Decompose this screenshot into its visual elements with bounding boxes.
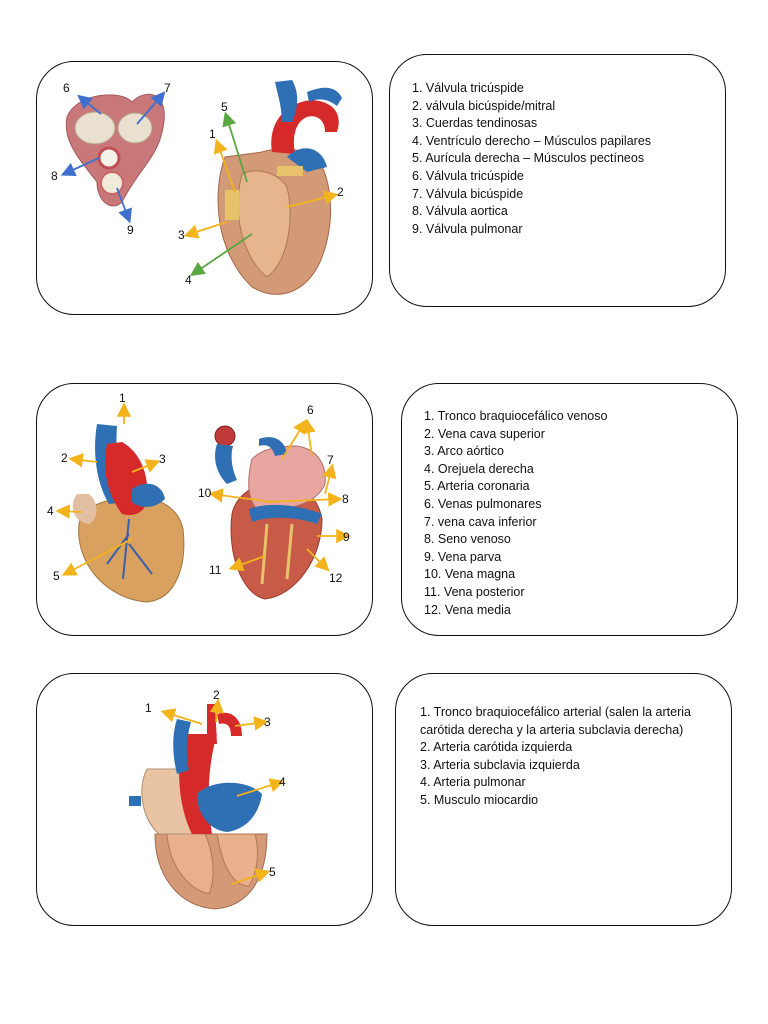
figure-label: 4 — [47, 504, 54, 518]
legend-list: 1. Válvula tricúspide 2. válvula bicúspi… — [412, 80, 712, 238]
figure-card-arteries: 1 2 3 4 5 — [36, 673, 373, 926]
legend-card-arteries: 1. Tronco braquiocefálico arterial (sale… — [395, 673, 732, 926]
legend-card-valves: 1. Válvula tricúspide 2. válvula bicúspi… — [389, 54, 726, 307]
heart-valves-illustration: 6 7 8 9 5 1 2 3 4 — [37, 62, 373, 315]
heart-cut-model — [218, 80, 342, 294]
figure-label: 4 — [279, 775, 286, 789]
valve-plane-model — [66, 94, 164, 206]
legend-item: 7. Válvula bicúspide — [412, 186, 712, 204]
legend-item: 3. Arco aórtico — [424, 443, 724, 461]
legend-item: 1. Tronco braquiocefálico venoso — [424, 408, 724, 426]
legend-item: 11. Vena posterior — [424, 584, 724, 602]
heart-posterior-model — [215, 426, 325, 599]
legend-item: 5. Arteria coronaria — [424, 478, 724, 496]
legend-item: 4. Orejuela derecha — [424, 461, 724, 479]
legend-list: 1. Tronco braquiocefálico arterial (sale… — [420, 704, 710, 810]
legend-item: 1. Válvula tricúspide — [412, 80, 712, 98]
legend-item: 3. Arteria subclavia izquierda — [420, 757, 710, 775]
figure-label: 7 — [327, 453, 334, 467]
figure-label: 2 — [61, 451, 68, 465]
figure-label: 1 — [145, 701, 152, 715]
legend-item: 10. Vena magna — [424, 566, 724, 584]
figure-label: 5 — [221, 100, 228, 114]
figure-label: 3 — [159, 452, 166, 466]
legend-item: 7. vena cava inferior — [424, 514, 724, 532]
legend-item: 9. Vena parva — [424, 549, 724, 567]
figure-card-valves: 6 7 8 9 5 1 2 3 4 — [36, 61, 373, 315]
figure-label: 9 — [127, 223, 134, 237]
legend-item: 6. Venas pulmonares — [424, 496, 724, 514]
figure-label: 12 — [329, 571, 343, 585]
figure-label: 5 — [269, 865, 276, 879]
legend-item: 4. Ventrículo derecho – Músculos papilar… — [412, 133, 712, 151]
legend-item: 4. Arteria pulmonar — [420, 774, 710, 792]
figure-label: 6 — [307, 403, 314, 417]
legend-item: 2. Arteria carótida izquierda — [420, 739, 710, 757]
heart-arteries-illustration: 1 2 3 4 5 — [37, 674, 373, 926]
legend-item: 9. Válvula pulmonar — [412, 221, 712, 239]
figure-label: 4 — [185, 273, 192, 287]
heart-veins-illustration: 1 2 3 4 5 6 7 8 9 10 11 12 — [37, 384, 373, 636]
figure-label: 8 — [342, 492, 349, 506]
legend-item: 8. Seno venoso — [424, 531, 724, 549]
legend-item: 1. Tronco braquiocefálico arterial (sale… — [420, 704, 710, 739]
figure-label: 3 — [178, 228, 185, 242]
figure-label: 9 — [343, 530, 350, 544]
figure-label: 5 — [53, 569, 60, 583]
legend-item: 8. Válvula aortica — [412, 203, 712, 221]
figure-label: 11 — [209, 563, 222, 577]
legend-card-veins: 1. Tronco braquiocefálico venoso 2. Vena… — [401, 383, 738, 636]
legend-item: 12. Vena media — [424, 602, 724, 620]
figure-card-veins: 1 2 3 4 5 6 7 8 9 10 11 12 — [36, 383, 373, 636]
legend-item: 2. válvula bicúspide/mitral — [412, 98, 712, 116]
figure-label: 3 — [264, 715, 271, 729]
legend-item: 6. Válvula tricúspide — [412, 168, 712, 186]
figure-label: 7 — [164, 81, 171, 95]
figure-label: 6 — [63, 81, 70, 95]
figure-label: 10 — [198, 486, 212, 500]
legend-item: 2. Vena cava superior — [424, 426, 724, 444]
legend-item: 3. Cuerdas tendinosas — [412, 115, 712, 133]
figure-label: 1 — [209, 127, 216, 141]
legend-item: 5. Aurícula derecha – Músculos pectíneos — [412, 150, 712, 168]
figure-label: 8 — [51, 169, 58, 183]
heart-anterior-model — [73, 424, 184, 602]
figure-label: 2 — [337, 185, 344, 199]
legend-list: 1. Tronco braquiocefálico venoso 2. Vena… — [424, 408, 724, 619]
figure-label: 2 — [213, 688, 220, 702]
legend-item: 5. Musculo miocardio — [420, 792, 710, 810]
figure-label: 1 — [119, 391, 126, 405]
